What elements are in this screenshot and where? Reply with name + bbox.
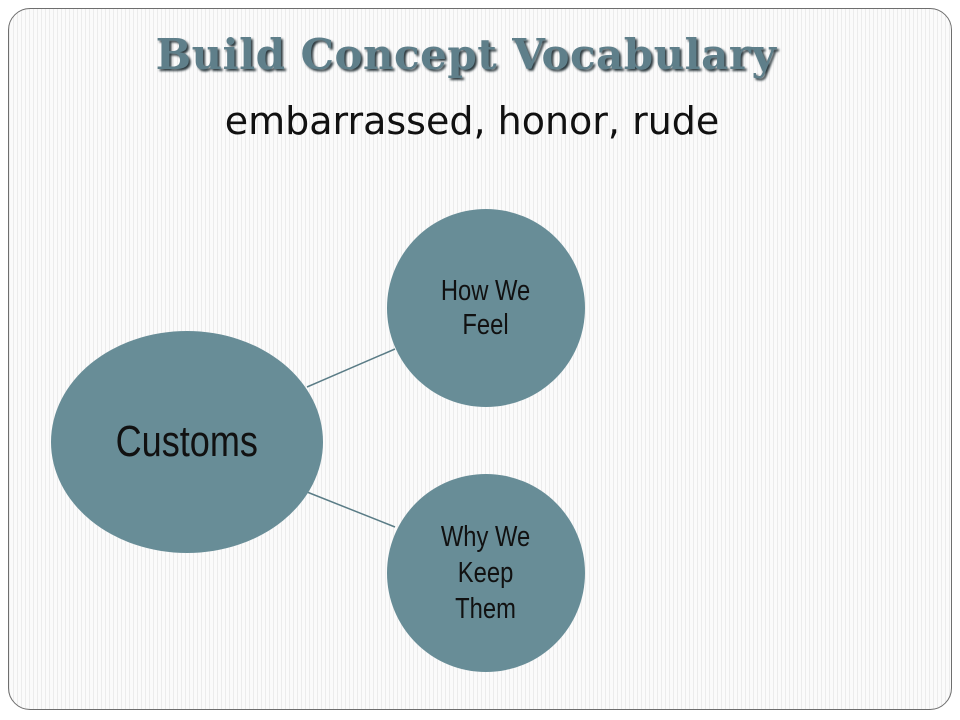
center-node-customs: Customs bbox=[51, 331, 323, 553]
branch-node-why-we-keep-them: Why We Keep Them bbox=[387, 474, 585, 672]
center-node-label: Customs bbox=[115, 417, 259, 466]
branch-node-label: Why We Keep Them bbox=[441, 521, 531, 625]
concept-diagram: Customs How We Feel Why We Keep Them bbox=[9, 9, 951, 709]
connector-lines bbox=[306, 348, 396, 528]
slide-title: Build Concept Vocabulary bbox=[155, 30, 777, 79]
connector-line-top bbox=[306, 348, 396, 388]
slide-subtitle: embarrassed, honor, rude bbox=[224, 99, 720, 143]
branch-node-label: How We Feel bbox=[441, 275, 531, 341]
connector-line-bottom bbox=[306, 491, 396, 528]
slide: Build Concept Vocabulary embarrassed, ho… bbox=[8, 8, 952, 710]
branch-node-how-we-feel: How We Feel bbox=[387, 209, 585, 407]
